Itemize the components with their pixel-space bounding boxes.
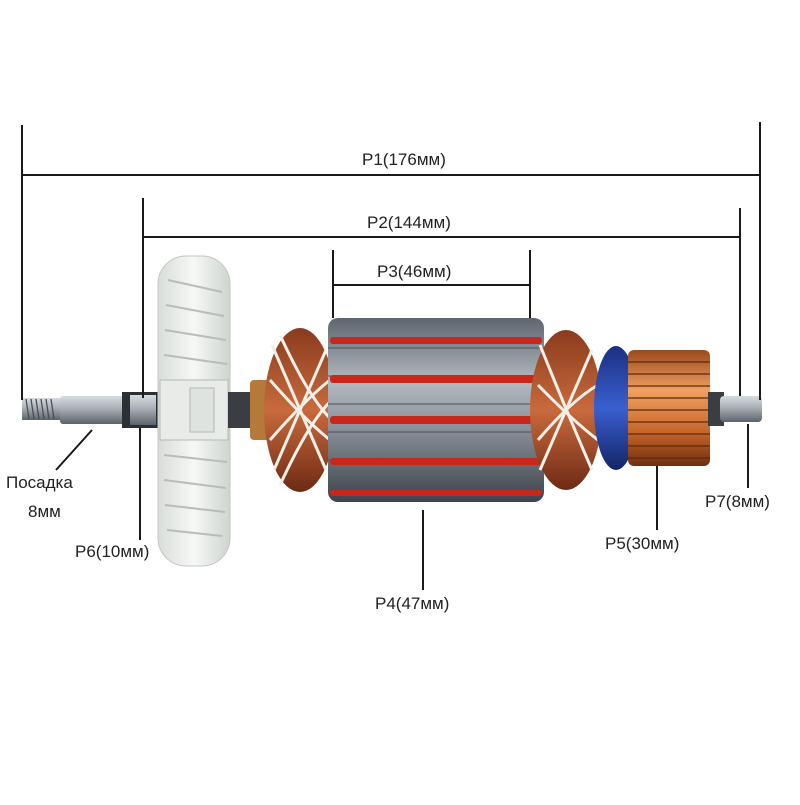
p3-label: P3(46мм) (377, 262, 452, 281)
p7-label: P7(8мм) (705, 492, 770, 511)
armature-core (328, 318, 544, 502)
fit-leader (55, 429, 93, 471)
right-shaft-end (720, 396, 762, 422)
p1-label: P1(176мм) (362, 150, 446, 169)
fit-label-line1: Посадка (6, 473, 73, 492)
cooling-fan (157, 255, 231, 567)
shaft-bearing-seat (60, 396, 130, 424)
commutator (628, 350, 710, 466)
p2-label: P2(144мм) (367, 213, 451, 232)
p5-label: P5(30мм) (605, 534, 680, 553)
p4-label: P4(47мм) (375, 594, 450, 613)
slot-insulation-strips (330, 337, 542, 496)
commutator-insulator (594, 346, 638, 470)
dimension-lines (21, 122, 761, 590)
p6-label: P6(10мм) (75, 542, 150, 561)
armature-photo (22, 255, 762, 567)
fit-label-line2: 8мм (28, 502, 61, 521)
